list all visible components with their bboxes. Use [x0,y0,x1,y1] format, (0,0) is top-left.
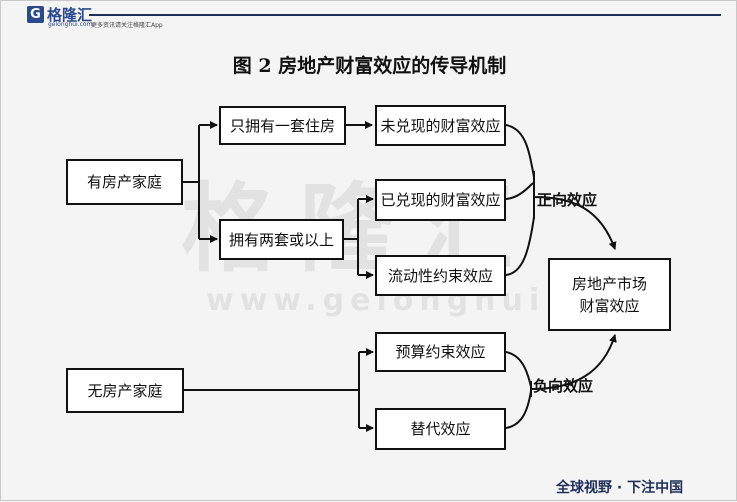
node-market-wealth-effect: 房地产市场 财富效应 [548,258,671,331]
node-only-one-label: 只拥有一套住房 [229,116,335,135]
header-slogan: 更多资讯请关注格隆汇App [91,22,163,29]
logo-icon: G [27,6,44,23]
label-positive-effect: 正向效应 [537,191,598,209]
node-has-house-label: 有房产家庭 [86,173,162,191]
node-no-house-label: 无房产家庭 [87,381,163,400]
node-no-house: 无房产家庭 [66,368,184,413]
footer-slogan: 全球视野 · 下注中国 [556,480,684,496]
curve-realized [505,182,534,200]
node-realized: 已兑现的财富效应 [375,179,506,221]
node-has-house: 有房产家庭 [66,159,183,205]
node-liquidity-label: 流动性约束效应 [387,266,493,285]
node-two-or-more: 拥有两套或以上 [219,219,344,260]
node-substitution: 替代效应 [375,408,506,450]
negative-flow-arrow [530,335,615,397]
label-negative-effect: 负向效应 [533,377,594,395]
curve-substitution [505,390,532,429]
header-divider [89,14,721,16]
diagram-title: 图 2 房地产财富效应的传导机制 [232,55,507,77]
curve-budget [505,351,532,388]
node-budget-label: 预算约束效应 [395,343,486,361]
header: G 格隆汇 gelonghui.com 更多资讯请关注格隆汇App [1,1,737,35]
node-unrealized: 未兑现的财富效应 [375,105,506,146]
node-realized-label: 已兑现的财富效应 [380,191,501,209]
curve-unrealized [505,124,535,178]
node-only-one: 只拥有一套住房 [219,106,346,145]
node-substitution-label: 替代效应 [410,420,471,438]
logo-domain: gelonghui.com [48,21,93,28]
positive-flow-arrow [533,171,615,249]
logo-name: 格隆汇 [47,6,93,24]
node-unrealized-label: 未兑现的财富效应 [380,116,501,135]
node-two-or-more-label: 拥有两套或以上 [228,230,334,249]
node-market-line2: 财富效应 [579,296,640,315]
node-liquidity: 流动性约束效应 [375,255,506,296]
node-budget: 预算约束效应 [375,332,506,372]
curve-liquidity [505,216,535,276]
node-market-line1: 房地产市场 [571,274,647,293]
